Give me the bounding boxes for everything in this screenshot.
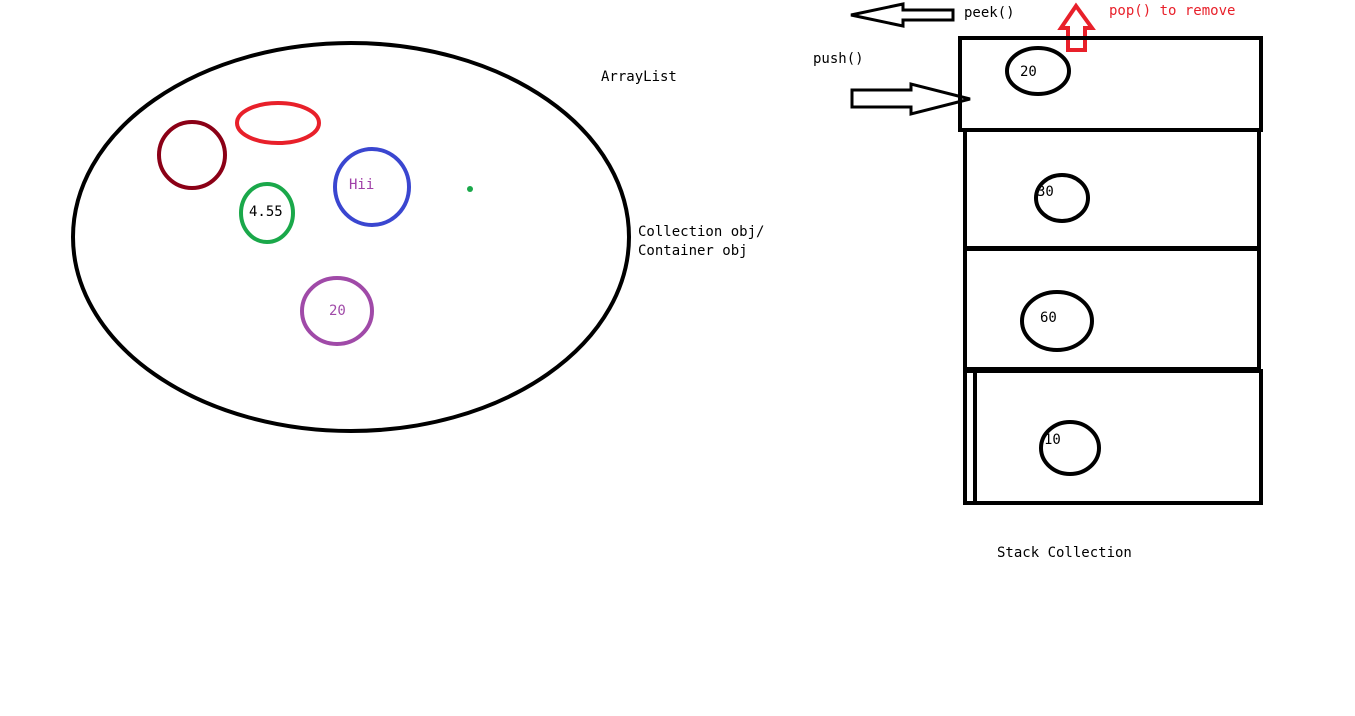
push-label: push() [813, 51, 864, 67]
collection-label-line2: Container obj [638, 243, 748, 259]
peek-arrow-icon [850, 2, 955, 28]
blue-circle-value: Hii [349, 177, 374, 193]
stack-cell-value: 10 [1044, 432, 1061, 448]
stack-cell-bottom [963, 369, 1263, 505]
pop-label: pop() to remove [1109, 3, 1235, 19]
stack-cell [963, 128, 1261, 250]
push-arrow-icon [850, 82, 971, 116]
stack-item-circle [1020, 290, 1094, 352]
stack-item-circle [1039, 420, 1101, 476]
stack-cell-value: 60 [1040, 310, 1057, 326]
green-circle [239, 182, 295, 244]
dark-red-circle [157, 120, 227, 190]
pop-arrow-icon [1057, 2, 1096, 52]
stack-item-circle [1005, 46, 1071, 96]
green-circle-value: 4.55 [249, 204, 283, 220]
stack-cell-top [958, 36, 1263, 132]
stack-cell [963, 247, 1261, 371]
arraylist-label: ArrayList [601, 69, 677, 85]
collection-label-line1: Collection obj/ [638, 224, 764, 240]
stack-item-circle [1034, 173, 1090, 223]
red-ellipse [235, 101, 321, 145]
stack-cell-value: 30 [1037, 184, 1054, 200]
collection-ellipse [71, 41, 631, 433]
blue-circle [333, 147, 411, 227]
stack-cell-value: 20 [1020, 64, 1037, 80]
green-dot [467, 186, 473, 192]
purple-circle-value: 20 [329, 303, 346, 319]
purple-circle [300, 276, 374, 346]
peek-label: peek() [964, 5, 1015, 21]
stack-caption: Stack Collection [997, 545, 1132, 561]
